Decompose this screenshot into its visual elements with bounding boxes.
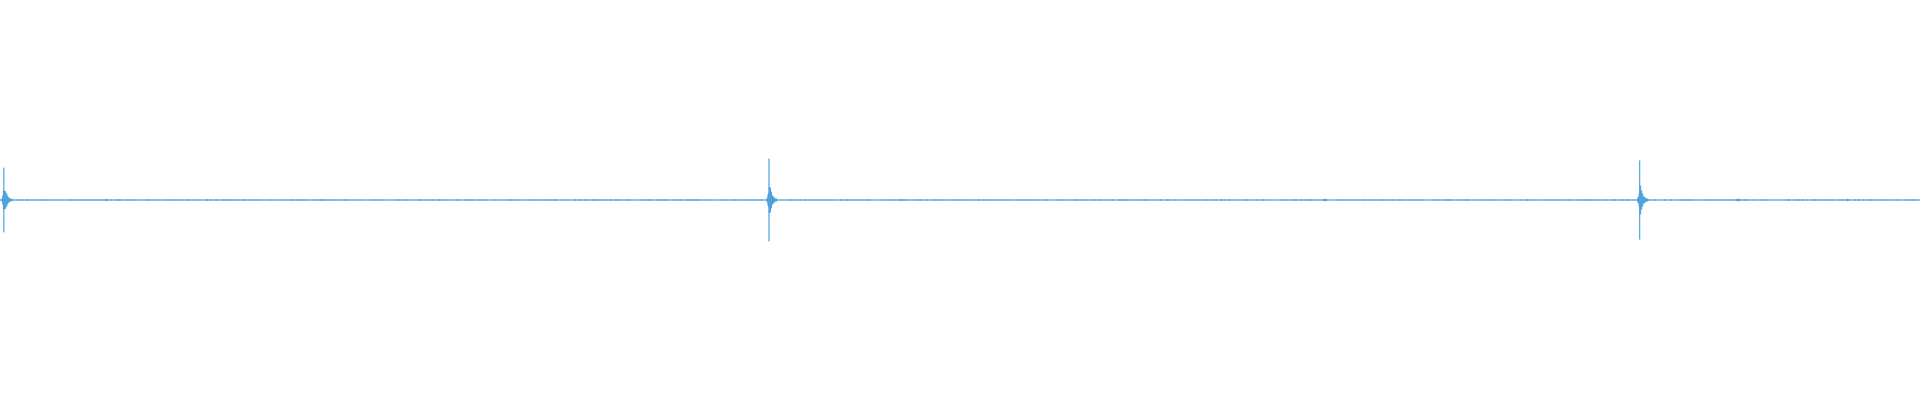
waveform-transients xyxy=(0,158,1852,242)
waveform-blip-2 xyxy=(1733,198,1743,202)
waveform-transient-0 xyxy=(0,167,15,233)
waveform-blip-1 xyxy=(1320,198,1330,202)
waveform-blip-0 xyxy=(101,198,111,202)
waveform-noise xyxy=(0,199,1920,201)
waveform-transient-2 xyxy=(1636,160,1651,240)
waveform-transient-1 xyxy=(765,158,780,242)
noise-floor xyxy=(0,199,1920,201)
waveform-blip-3 xyxy=(1843,198,1852,202)
